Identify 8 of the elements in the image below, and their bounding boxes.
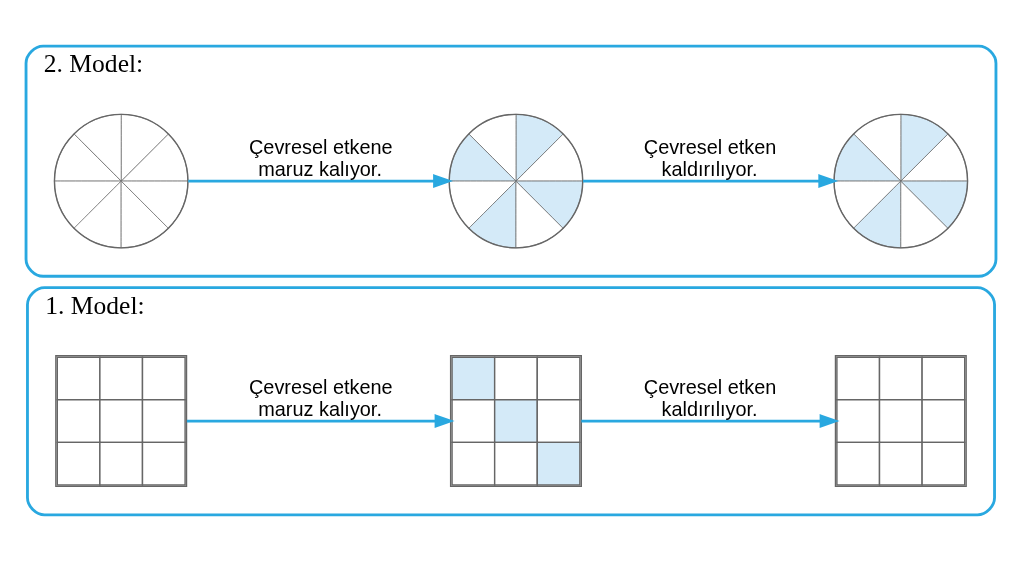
arrow xyxy=(186,414,455,429)
edge-label: Çevresel etkene maruz kalıyor. xyxy=(248,376,393,420)
edge-label: Çevresel etken kaldırılıyor. xyxy=(643,136,776,180)
edge-label: Çevresel etken kaldırılıyor. xyxy=(643,376,776,420)
arrow xyxy=(187,174,453,189)
arrow xyxy=(580,414,840,429)
arrow xyxy=(582,174,838,189)
edge-label: Çevresel etkene maruz kalıyor. xyxy=(248,136,393,180)
